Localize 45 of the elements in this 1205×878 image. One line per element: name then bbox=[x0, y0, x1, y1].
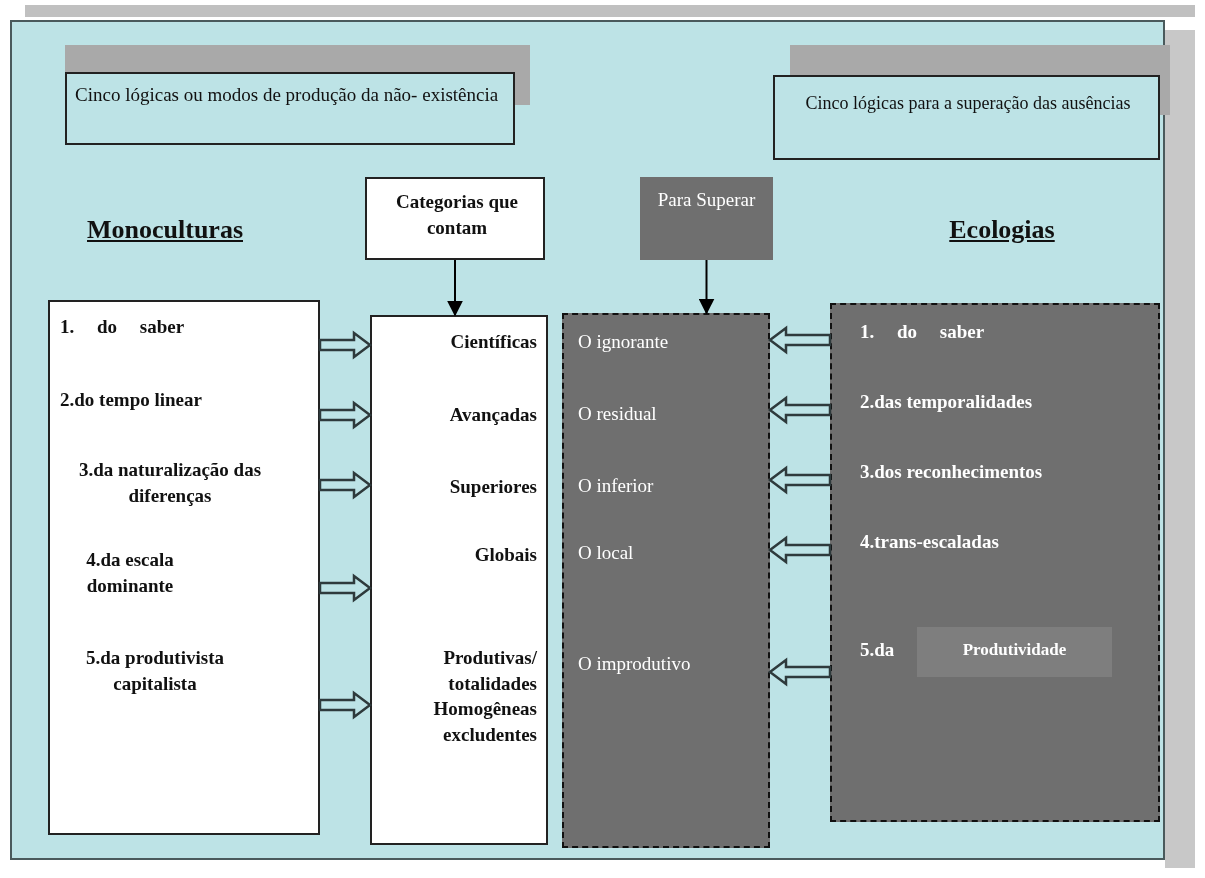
block-arrow bbox=[318, 573, 373, 603]
list-item: 1. do saber bbox=[860, 320, 986, 344]
list-item: O improdutivo bbox=[578, 652, 692, 676]
list-item: 1. do saber bbox=[60, 315, 186, 339]
block-arrow bbox=[318, 400, 373, 430]
list-item: Superiores bbox=[448, 475, 537, 499]
list-panel bbox=[370, 315, 548, 845]
list-item: Produtivas/ totalidades Homogêneas excludentes bbox=[432, 646, 537, 747]
list-item: 2.das temporalidades bbox=[860, 390, 1034, 414]
label-box bbox=[365, 177, 545, 260]
list-panel bbox=[562, 313, 770, 848]
box-text: Categorias que contam bbox=[395, 190, 519, 240]
section-heading: Monoculturas bbox=[87, 214, 244, 246]
box-text: Cinco lógicas para a superação das ausências bbox=[804, 92, 1132, 115]
list-item: 5.da produtivista capitalista bbox=[85, 646, 225, 696]
block-arrow bbox=[767, 535, 832, 565]
list-item: 2.do tempo linear bbox=[60, 388, 203, 412]
list-item: Globais bbox=[473, 543, 537, 567]
text-box bbox=[65, 72, 515, 145]
list-item: O ignorante bbox=[578, 330, 670, 354]
arrow bbox=[447, 259, 463, 317]
box-text: Cinco lógicas ou modos de produção da não- existência bbox=[75, 83, 500, 107]
list-item: O local bbox=[578, 541, 635, 565]
list-item: 4.trans-escaladas bbox=[860, 530, 1000, 554]
list-item: Científicas bbox=[449, 330, 537, 354]
label-box bbox=[640, 177, 773, 260]
arrow bbox=[698, 259, 715, 315]
list-item: O inferior bbox=[578, 474, 655, 498]
block-arrow bbox=[767, 465, 832, 495]
block-arrow bbox=[767, 325, 832, 355]
list-item: 3.da naturalização das diferenças bbox=[77, 458, 263, 508]
block-arrow bbox=[318, 330, 373, 360]
list-item: 5.da bbox=[860, 638, 896, 662]
list-item: 3.dos reconhecimentos bbox=[860, 460, 1044, 484]
list-item: 4.da escala dominante bbox=[85, 548, 175, 598]
block-arrow bbox=[767, 657, 832, 687]
box-text: Produtividade bbox=[961, 639, 1068, 661]
list-item: O residual bbox=[578, 402, 658, 426]
list-item: Avançadas bbox=[448, 403, 537, 427]
block-arrow bbox=[318, 470, 373, 500]
block-arrow bbox=[767, 395, 832, 425]
text-box bbox=[773, 75, 1160, 160]
box-text: Para Superar bbox=[656, 188, 757, 212]
section-heading: Ecologias bbox=[948, 214, 1056, 246]
block-arrow bbox=[318, 690, 373, 720]
